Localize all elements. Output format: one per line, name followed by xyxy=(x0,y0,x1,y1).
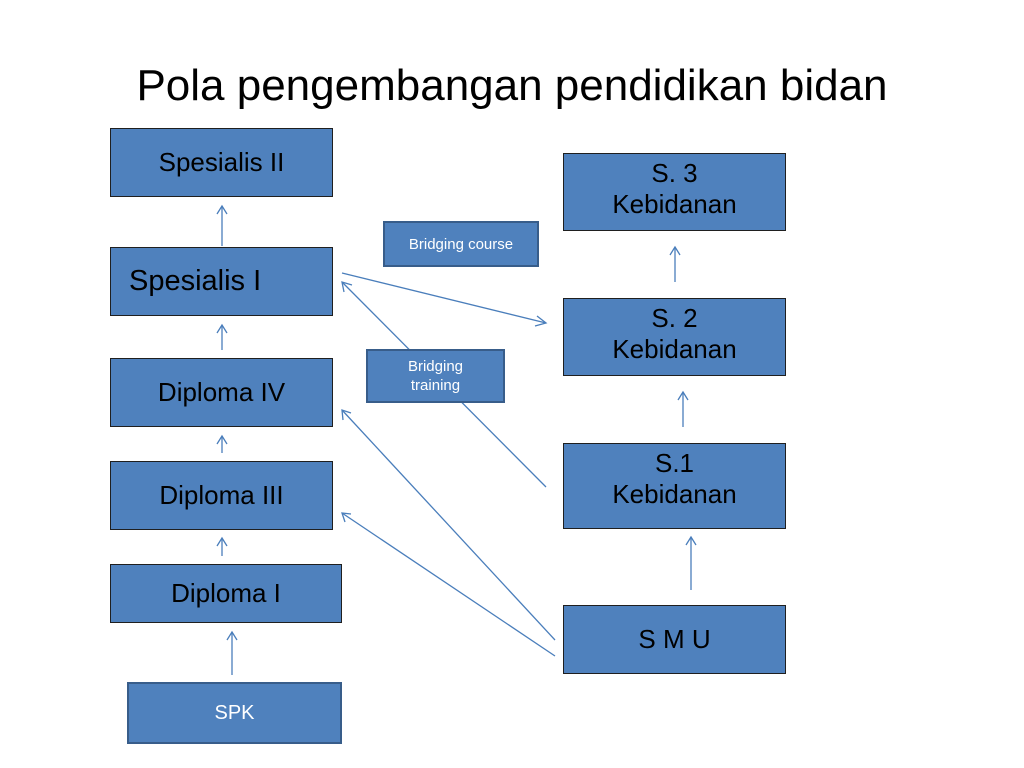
arrow-smu-to-diploma4 xyxy=(341,409,556,641)
arrow-smu-to-s1 xyxy=(685,535,697,590)
label-bridging-training: Bridging training xyxy=(366,349,505,403)
arrow-spesialis1-to-s2 xyxy=(341,272,548,327)
arrow-spesialis1-to-spesialis2 xyxy=(216,204,228,246)
arrow-s2-to-s3 xyxy=(669,245,681,282)
box-s1-kebidanan: S.1 Kebidanan xyxy=(563,443,786,529)
box-smu: S M U xyxy=(563,605,786,674)
arrow-smu-to-diploma3 xyxy=(341,512,556,657)
box-diploma-4: Diploma IV xyxy=(110,358,333,427)
box-spk: SPK xyxy=(127,682,342,744)
box-s2-kebidanan: S. 2 Kebidanan xyxy=(563,298,786,376)
box-diploma-1: Diploma I xyxy=(110,564,342,623)
arrow-diploma1-to-diploma3 xyxy=(216,536,228,556)
box-spesialis-1: Spesialis I xyxy=(110,247,333,316)
page-title: Pola pengembangan pendidikan bidan xyxy=(136,61,888,110)
arrow-s1-to-s2 xyxy=(677,390,689,427)
box-s3-kebidanan: S. 3 Kebidanan xyxy=(563,153,786,231)
label-bridging-course: Bridging course xyxy=(383,221,539,267)
box-spesialis-2: Spesialis II xyxy=(110,128,333,197)
arrow-diploma3-to-diploma4 xyxy=(216,434,228,453)
box-diploma-3: Diploma III xyxy=(110,461,333,530)
arrow-diploma4-to-spesialis1 xyxy=(216,323,228,350)
arrow-spk-to-diploma1 xyxy=(226,630,238,675)
